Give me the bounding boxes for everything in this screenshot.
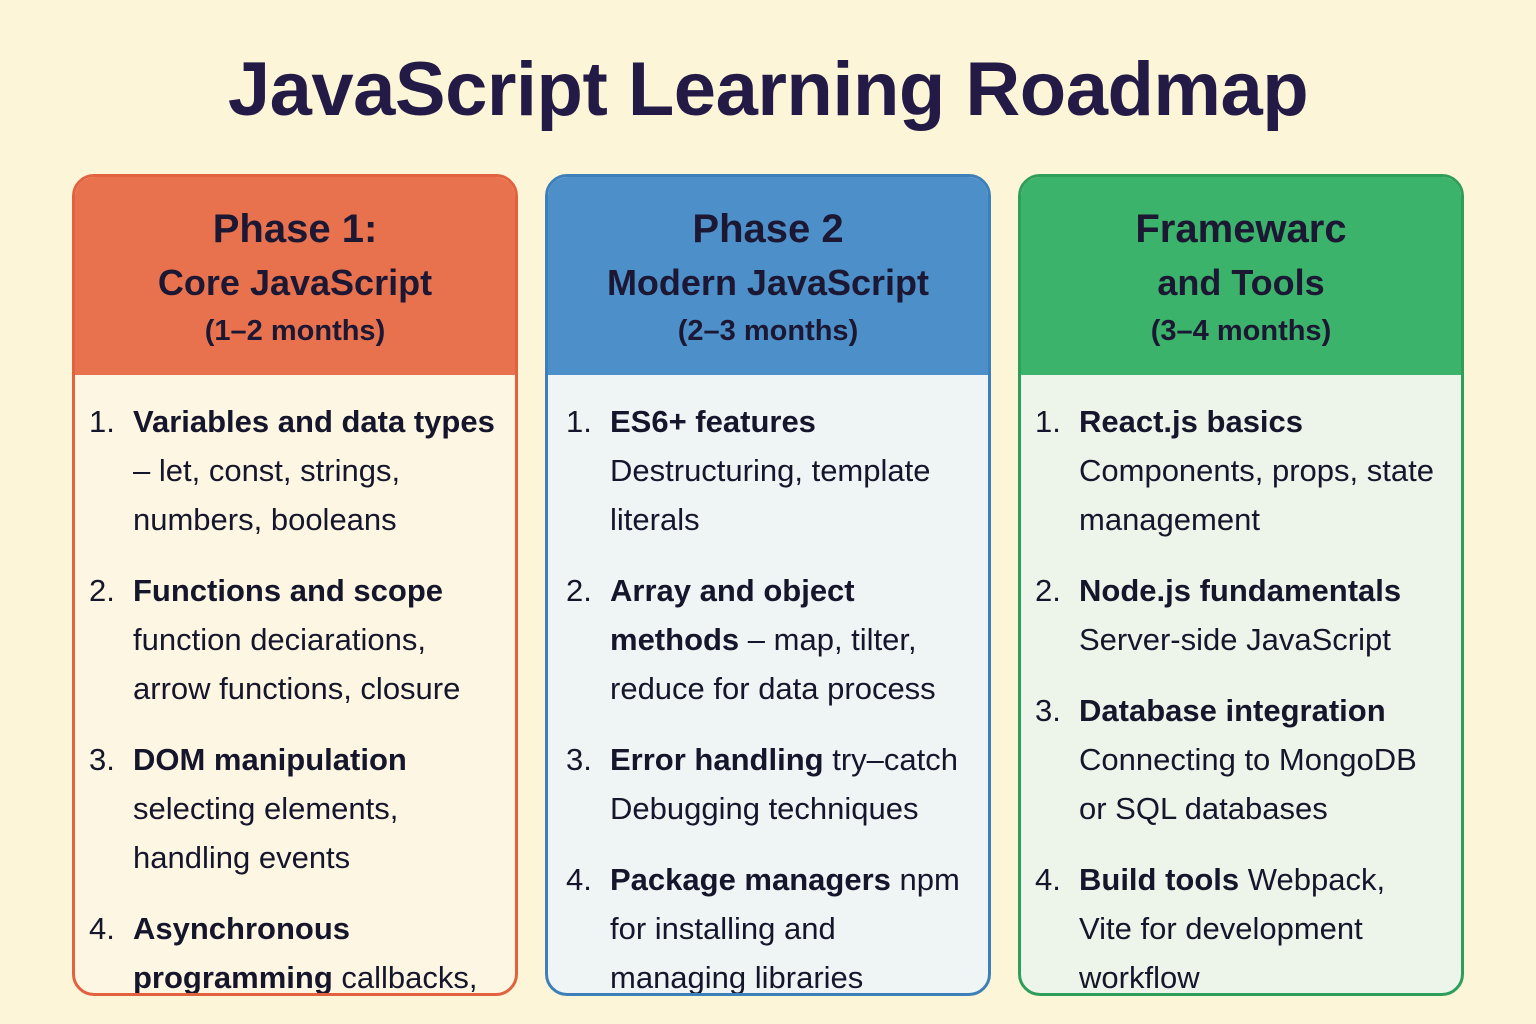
list-item-separator [1239, 862, 1248, 897]
list-item-text: Functions and scope function deciaration… [133, 566, 499, 713]
list-item-description: Components, props, state management [1079, 453, 1434, 537]
list-item[interactable]: 4. Package managers npm for installing an… [566, 855, 972, 995]
phase-name: Phase 1: [212, 207, 378, 251]
phase-name: Phase 2 [692, 207, 844, 251]
list-item-description: try–catch Debugging techniques [610, 742, 958, 826]
list-item-separator [891, 862, 900, 897]
list-item-text: Package managers npm for installing and … [610, 855, 972, 995]
list-item-number: 3. [89, 742, 115, 777]
list-item-title: Package managers [610, 862, 891, 897]
list-item-title: Array and object methods [610, 573, 855, 657]
list-item-description: selecting elements, handling events [133, 791, 399, 875]
phase-card-header-1: Phase 1: Core JavaScript (1–2 months) [75, 177, 515, 375]
list-item-description: Destructuring, template literals [610, 453, 931, 537]
phase-duration: (3–4 months) [1150, 315, 1332, 347]
list-item[interactable]: 1. React.js basics Components, props, sta… [1035, 397, 1445, 544]
phase-card-header-3: Framewarc and Tools (3–4 months) [1021, 177, 1461, 375]
list-item-separator [824, 742, 833, 777]
list-item-text: Asynchronous programming callbacks, prom… [133, 904, 499, 995]
list-item-text: React.js basics Components, props, state… [1079, 397, 1445, 544]
list-item-number: 2. [1035, 573, 1061, 608]
phase-card-1[interactable]: Phase 1: Core JavaScript (1–2 months) 1. Var… [72, 174, 518, 996]
list-item[interactable]: 2. Node.js fundamentals Server-side JavaS… [1035, 566, 1445, 664]
phase-card-2[interactable]: Phase 2 Modern JavaScript (2–3 months) 1. ES… [545, 174, 991, 996]
list-item-title: React.js basics [1079, 404, 1304, 439]
list-item-text: Array and object methods – map, tilter, … [610, 566, 972, 713]
list-item-text: ES6+ features Destructuring, template li… [610, 397, 972, 544]
list-item-title: Node.js fundamentals [1079, 573, 1402, 608]
list-item-number: 1. [89, 404, 115, 439]
list-item-number: 2. [566, 573, 592, 608]
phase-card-header-2: Phase 2 Modern JavaScript (2–3 months) [548, 177, 988, 375]
list-item-number: 2. [89, 573, 115, 608]
list-item-text: Build tools Webpack, Vite for developmen… [1079, 855, 1445, 995]
phase-topic-list-3: 1. React.js basics Components, props, sta… [1021, 375, 1461, 995]
list-item-title: DOM manipulation [133, 742, 407, 777]
list-item[interactable]: 2. Functions and scope function deciarati… [89, 566, 499, 713]
phase-subject: and Tools [1157, 262, 1325, 303]
list-item-number: 3. [566, 742, 592, 777]
list-item-description: Connecting to MongoDB or SQL databases [1079, 742, 1417, 826]
list-item-text: Node.js fundamentals Server-side JavaScr… [1079, 566, 1445, 664]
list-item-description: callbacks, promisesawiat [341, 960, 478, 995]
phase-duration: (1–2 months) [204, 315, 386, 347]
list-item-text: Database integration Connecting to Mongo… [1079, 686, 1445, 833]
phase-topic-list-1: 1. Variables and data types – let, const,… [75, 375, 515, 995]
list-item[interactable]: 3. DOM manipulation selecting elements, h… [89, 735, 499, 882]
list-item-title: Asynchronous programming [133, 911, 351, 995]
list-item[interactable]: 4. Asynchronous programming callbacks, pr… [89, 904, 499, 995]
phase-columns: Phase 1: Core JavaScript (1–2 months) 1. Var… [72, 174, 1464, 996]
list-item-description: let, const, strings, numbers, booleans [133, 453, 401, 537]
list-item-number: 1. [566, 404, 592, 439]
list-item-description: Server-side JavaScript [1079, 622, 1391, 657]
list-item-separator: – [133, 453, 159, 488]
list-item-number: 1. [1035, 404, 1061, 439]
phase-subject: Core JavaScript [157, 262, 433, 303]
list-item-number: 4. [89, 911, 115, 946]
list-item-text: Variables and data types – let, const, s… [133, 397, 499, 544]
list-item[interactable]: 3. Error handling try–catch Debugging tec… [566, 735, 972, 833]
list-item-separator: – [739, 622, 774, 657]
list-item-title: Functions and scope [133, 573, 444, 608]
list-item[interactable]: 1. ES6+ features Destructuring, template … [566, 397, 972, 544]
list-item[interactable]: 2. Array and object methods – map, tilter… [566, 566, 972, 713]
list-item[interactable]: 4. Build tools Webpack, Vite for developm… [1035, 855, 1445, 995]
list-item-number: 4. [566, 862, 592, 897]
list-item[interactable]: 1. Variables and data types – let, const,… [89, 397, 499, 544]
list-item[interactable]: 3. Database integration Connecting to Mon… [1035, 686, 1445, 833]
list-item-title: Variables and data types [133, 404, 495, 439]
phase-topic-list-2: 1. ES6+ features Destructuring, template … [548, 375, 988, 995]
page-title: JavaScript Learning Roadmap [227, 47, 1309, 132]
phase-card-3[interactable]: Framewarc and Tools (3–4 months) 1. React.js… [1018, 174, 1464, 996]
list-item-text: DOM manipulation selecting elements, han… [133, 735, 499, 882]
list-item-number: 4. [1035, 862, 1061, 897]
list-item-text: Error handling try–catch Debugging techn… [610, 735, 972, 833]
list-item-title: Build tools [1079, 862, 1240, 897]
list-item-title: ES6+ features [610, 404, 816, 439]
list-item-description: npm for installing and managing librarie… [610, 862, 960, 995]
phase-duration: (2–3 months) [677, 315, 859, 347]
phase-name: Framewarc [1135, 207, 1347, 251]
list-item-title: Error handling [610, 742, 824, 777]
phase-subject: Modern JavaScript [606, 262, 930, 303]
list-item-title: Database integration [1079, 693, 1386, 728]
list-item-number: 3. [1035, 693, 1061, 728]
list-item-description: map, tilter, reduce for data process [610, 622, 936, 706]
list-item-description: function deciarations, arrow functions, … [133, 622, 461, 706]
list-item-description: Webpack, Vite for development workflow [1079, 862, 1386, 995]
